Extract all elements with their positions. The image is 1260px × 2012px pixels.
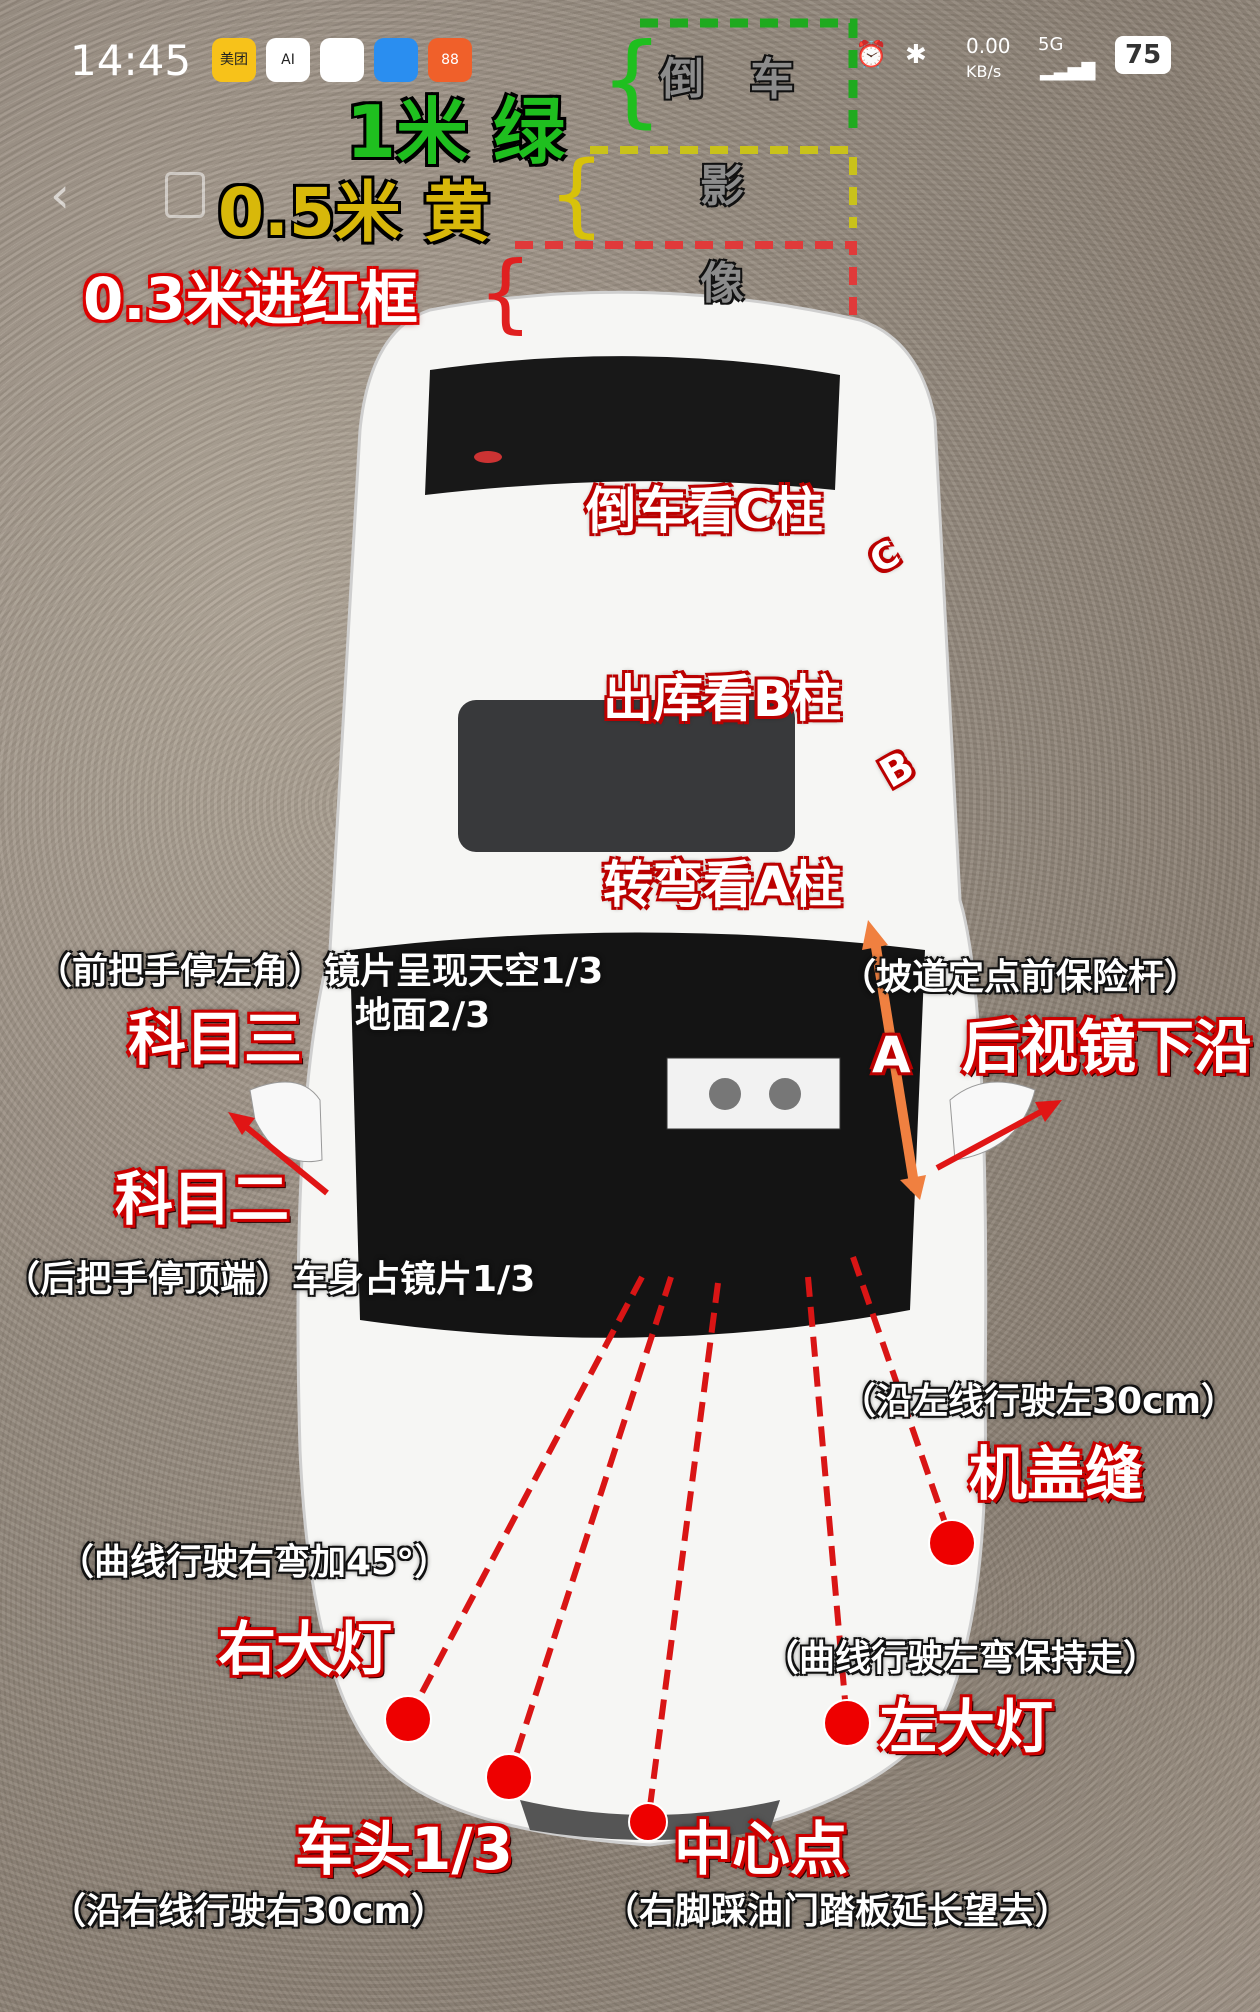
chat-app-icon xyxy=(320,38,364,82)
left-light-dot xyxy=(823,1699,871,1747)
left-mirror xyxy=(249,1081,323,1163)
hood-seam-title: 机盖缝 xyxy=(969,1440,1144,1508)
center-title: 中心点 xyxy=(674,1815,849,1883)
network-type: 5G xyxy=(1038,34,1064,55)
car-body xyxy=(249,290,1036,1847)
a-pillar-mark: A xyxy=(872,1026,911,1084)
back-chevron-icon[interactable]: ‹ xyxy=(50,166,70,224)
rear-light xyxy=(474,451,502,463)
app-88-icon: 88 xyxy=(428,38,472,82)
ramp-arrow xyxy=(935,1105,1050,1171)
subject3-note2: 地面2/3 xyxy=(355,995,491,1036)
ramp-note: （坡道定点前保险杆） xyxy=(840,957,1201,998)
arrows xyxy=(228,920,1062,1200)
ramp-title: 后视镜下沿 xyxy=(962,1013,1253,1081)
sight-lines xyxy=(405,1256,955,1823)
status-bar: 14:45 美团 AI 88 ⏰ ✱ 0.00 KB/s 5G ▂▃▅▇ 75 xyxy=(0,36,1260,92)
right-light-title: 右大灯 xyxy=(218,1615,393,1683)
net-unit: KB/s xyxy=(966,62,1002,81)
sunroof xyxy=(458,700,795,852)
subject3-title: 科目三 xyxy=(128,1005,303,1073)
bluetooth-icon: ✱ xyxy=(905,40,927,70)
reverse-char-4: 像 xyxy=(700,258,744,309)
reverse-char-3: 影 xyxy=(700,161,744,212)
hood-seam-dot xyxy=(928,1519,976,1567)
hood-seam-note: （沿左线行驶左30cm） xyxy=(840,1381,1237,1422)
a-pillar-label: 转弯看A柱 xyxy=(603,856,842,914)
yellow-05m-label: 0.5米 黄 xyxy=(218,174,490,251)
browser-app-icon xyxy=(374,38,418,82)
b-pillar-label: 出库看B柱 xyxy=(603,670,842,728)
yellow-brace: { xyxy=(548,142,606,247)
subject2-arrow xyxy=(238,1119,329,1196)
c-pillar-label: 倒车看C柱 xyxy=(586,482,823,540)
right-mirror xyxy=(949,1081,1036,1161)
net-speed: 0.00 xyxy=(966,34,1011,58)
left-light-title: 左大灯 xyxy=(879,1693,1054,1761)
reference-dots xyxy=(384,1519,976,1842)
green-brace: { xyxy=(600,21,664,138)
battery-indicator: 75 xyxy=(1115,36,1172,74)
red-03m-label: 0.3米进红框 xyxy=(83,265,418,333)
right-light-dot xyxy=(384,1695,432,1743)
center-note: （右脚踩油门踏板延长望去） xyxy=(603,1891,1072,1932)
red-brace: { xyxy=(478,243,533,343)
right-light-note: （曲线行驶右弯加45°） xyxy=(58,1542,451,1583)
home-ai-app-icon: AI xyxy=(266,38,310,82)
reverse-char-1: 倒 xyxy=(660,54,704,105)
green-dashed-line xyxy=(640,18,858,128)
alarm-icon: ⏰ xyxy=(855,40,888,70)
windshield xyxy=(350,932,925,1338)
a-pillar-arrow xyxy=(869,934,920,1191)
green-1m-label: 1米 绿 xyxy=(346,90,566,174)
subject2-note: （后把手停顶端）车身占镜片1/3 xyxy=(4,1259,536,1300)
meituan-app-icon: 美团 xyxy=(212,38,256,82)
eyes-sticker xyxy=(666,1057,841,1130)
head-third-title: 车头1/3 xyxy=(295,1815,513,1883)
left-light-note: （曲线行驶左弯保持走） xyxy=(763,1638,1160,1679)
center-dot xyxy=(628,1802,668,1842)
reverse-char-2: 车 xyxy=(750,54,794,105)
clock: 14:45 xyxy=(70,36,192,85)
red-dashed-line xyxy=(515,241,857,334)
window-switch-icon[interactable] xyxy=(165,172,205,218)
subject2-title: 科目二 xyxy=(115,1165,290,1233)
rear-window xyxy=(425,356,840,495)
signal-icon: ▂▃▅▇ xyxy=(1040,60,1096,81)
head-third-dot xyxy=(485,1753,533,1801)
guide-lines xyxy=(515,18,858,334)
subject3-note: （前把手停左角）镜片呈现天空1/3 xyxy=(36,951,604,992)
head-third-note: （沿右线行驶右30cm） xyxy=(50,1891,447,1932)
yellow-dashed-line xyxy=(590,146,857,228)
